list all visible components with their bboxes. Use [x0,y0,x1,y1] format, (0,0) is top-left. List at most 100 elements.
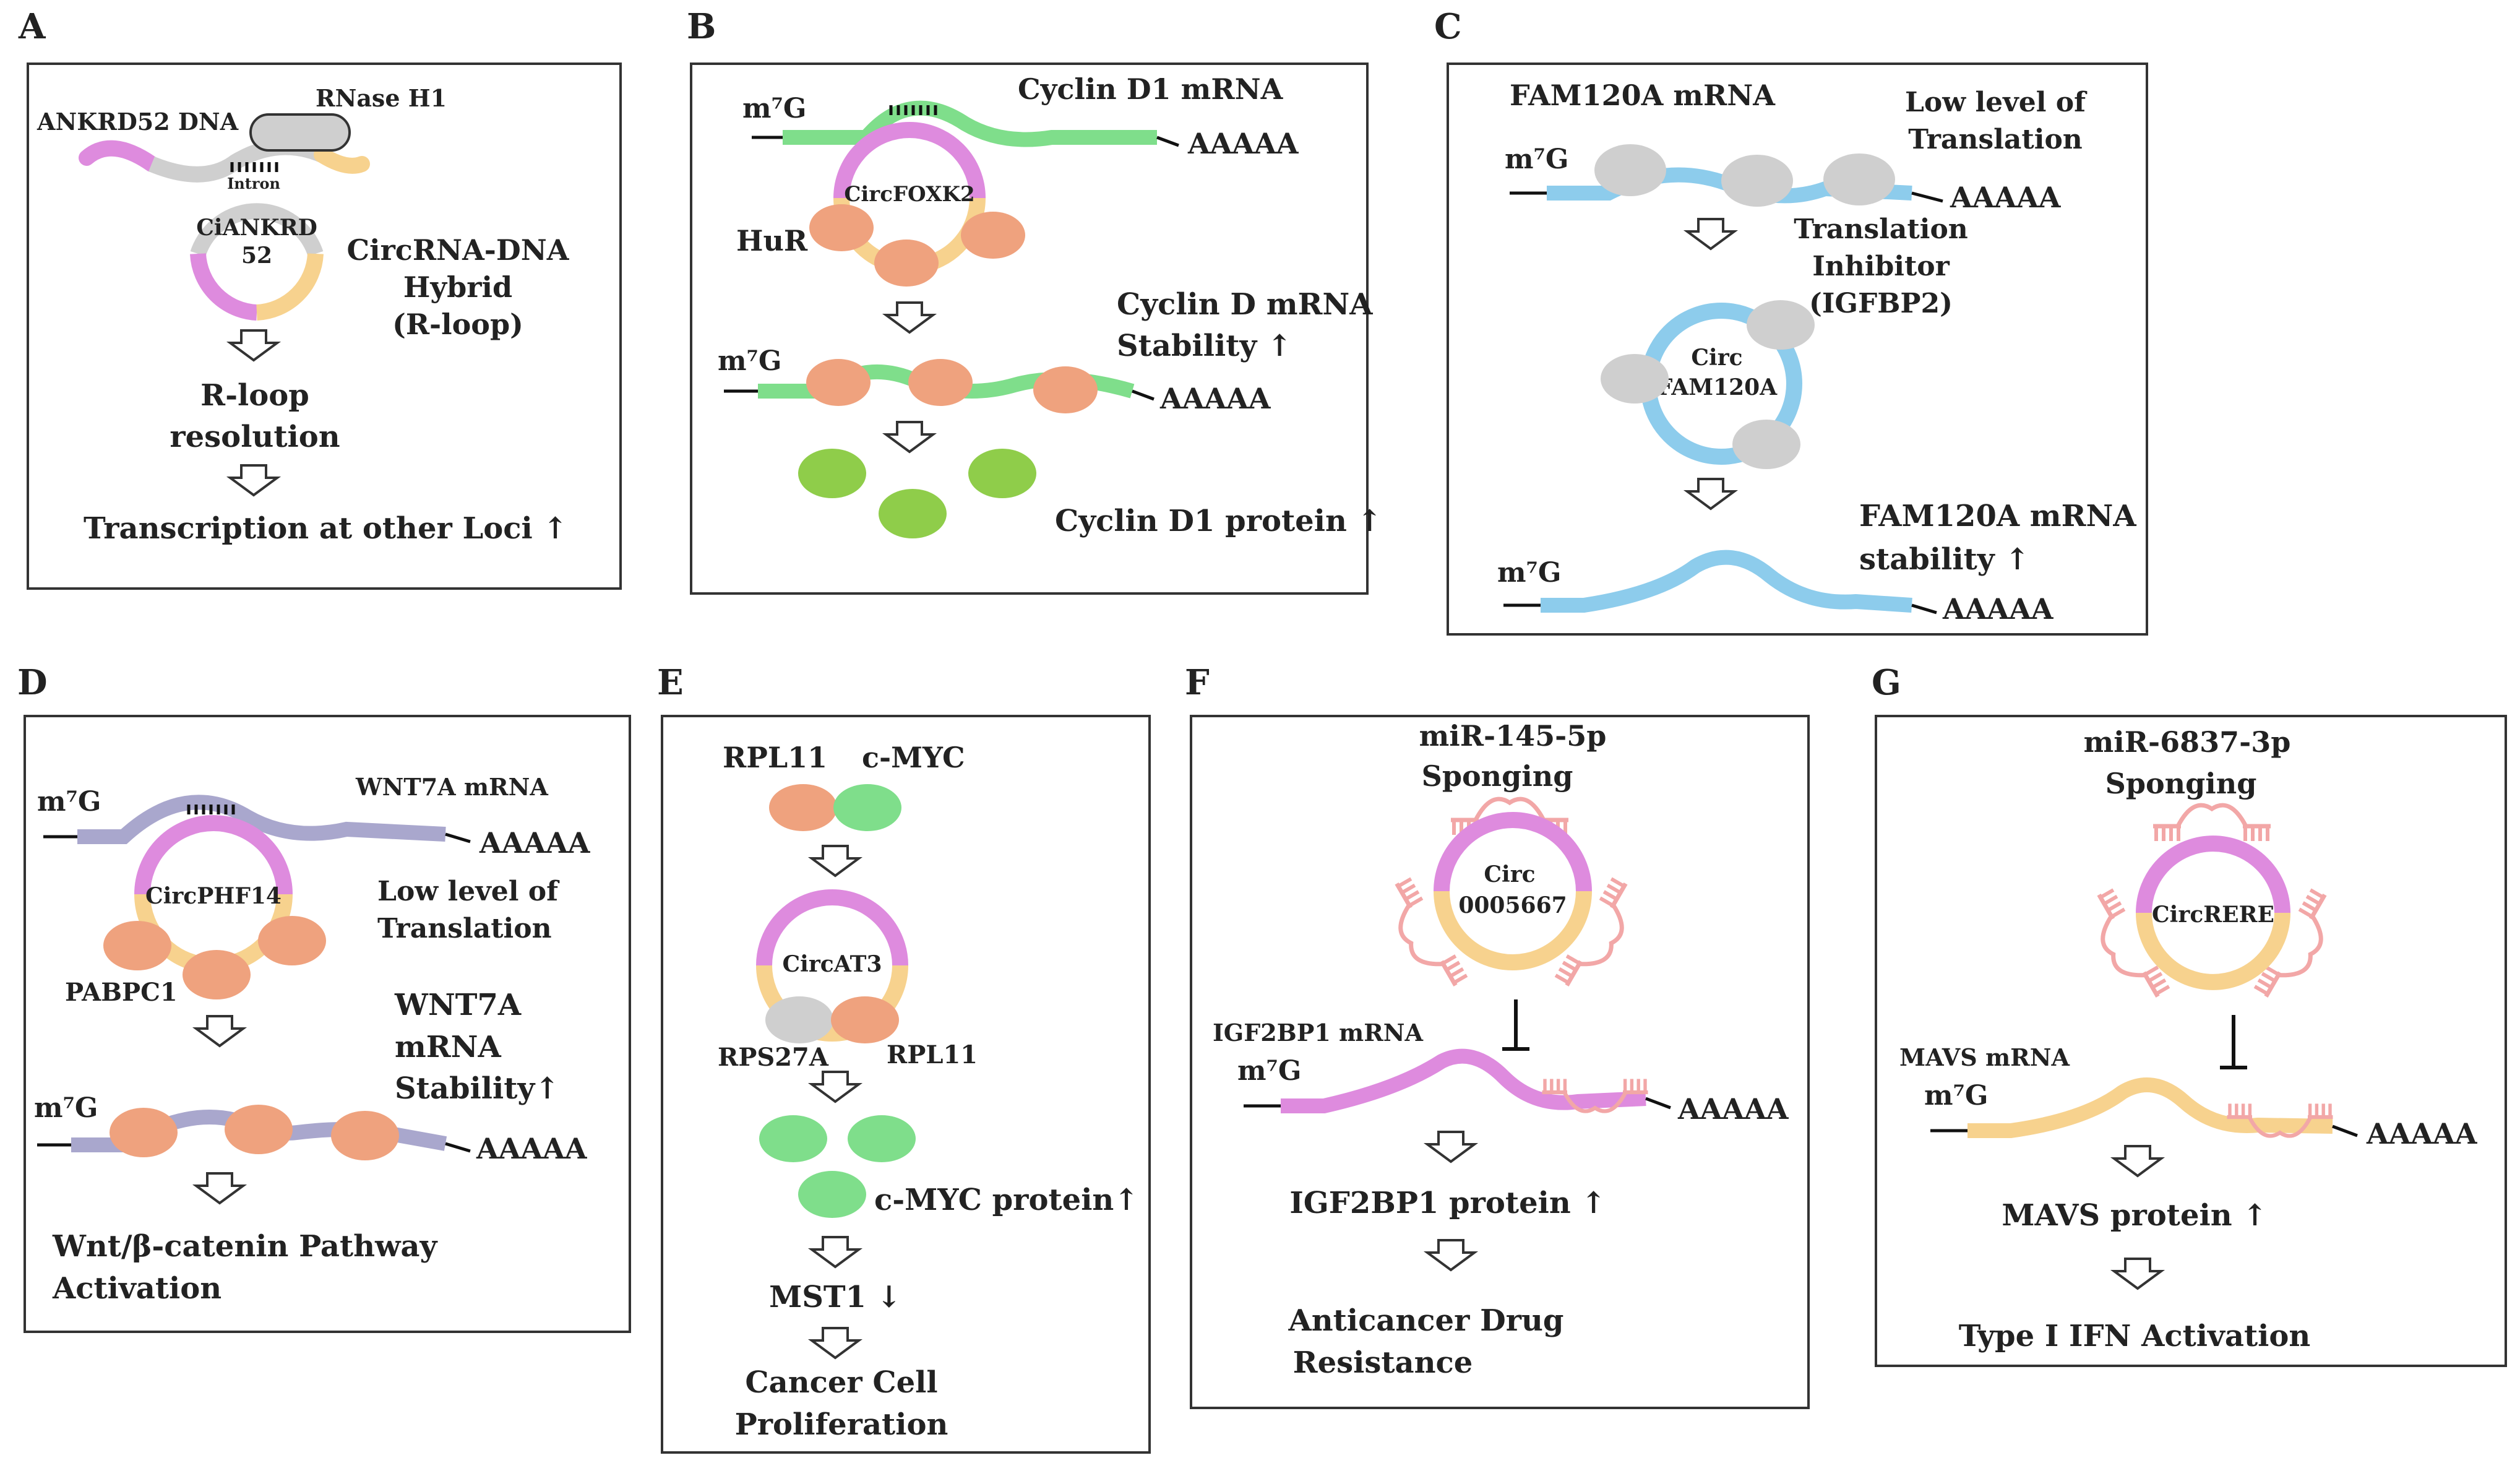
polya-d2: AAAAA [476,1132,588,1165]
pabpc1-bound-1 [110,1108,178,1157]
circfam120a-label-1: Circ [1691,345,1742,371]
rloop-resolution-1: R-loop [200,378,309,413]
mst1-label: MST1 ↓ [769,1280,901,1314]
mavs-mrna [1967,1077,2333,1138]
circ0005667-label-1: Circ [1484,861,1535,887]
resistance-result-1: Anticancer Drug [1288,1303,1564,1338]
igf2bp1-mrna [1281,1048,1646,1113]
stability-c-2: stability ↑ [1859,542,2030,577]
panel-e: E RPL11 c-MYC CircAT3 RPS27A RPL11 c-MYC… [657,662,1151,1454]
polya-d1: AAAAA [479,826,591,860]
rpl11-label: RPL11 [723,741,827,774]
mrna-b2-tail-right [1132,389,1155,401]
cmyc-free-2 [848,1115,916,1162]
fam120a-mrna-label: FAM120A mRNA [1510,79,1776,112]
arrow-f1 [1426,1131,1476,1163]
rnase-h1-enzyme [249,113,351,152]
panel-frame-c [1447,63,2148,636]
hur-protein-3 [961,212,1025,259]
cmyc-label: c-MYC [862,741,965,774]
pabpc1-bound-2 [225,1105,293,1154]
mir6837-label: miR-6837-3p [2084,725,2291,759]
arrow-b2 [885,421,934,453]
sponging-g-label: Sponging [2105,767,2257,800]
low-translation-c-1: Low level of [1905,87,2088,118]
panel-frame-f [1190,715,1810,1409]
arrow-d2 [195,1172,244,1204]
igfbp2-circ-3 [1732,420,1800,469]
polya-b2: AAAAA [1159,382,1271,415]
hybrid-label-1: CircRNA-DNA [346,233,569,267]
wnt7a-mrna [77,795,446,844]
cancer-result-2: Proliferation [735,1407,948,1442]
stability-b-1: Cyclin D mRNA [1117,287,1373,322]
arrow-g1 [2113,1145,2162,1177]
hur-label: HuR [736,224,808,257]
polya-g: AAAAA [2366,1117,2478,1150]
wnt-result-1: Wnt/β-catenin Pathway [52,1229,438,1264]
wnt7a-mrna-label: WNT7A mRNA [355,773,548,801]
cyclin-d1-protein-1 [798,449,866,498]
arrow-e4 [811,1327,860,1359]
circat3-label: CircAT3 [782,951,882,977]
ankrd52-dna-label: ANKRD52 DNA [37,108,239,136]
cmyc-protein-label: c-MYC protein↑ [874,1183,1139,1217]
low-translation-c-2: Translation [1908,124,2083,155]
panel-label-a: A [18,6,46,47]
panel-frame-g [1875,715,2507,1367]
ciankrd52-yellow-arc [256,252,324,321]
stability-d-3: Stability↑ [395,1071,559,1106]
arrow-c2 [1686,478,1735,510]
mrna-f-tail-right [1645,1097,1671,1110]
circfoxk2-label: CircFOXK2 [844,182,974,207]
arrow-g2 [2113,1258,2162,1290]
cyclin-d1-protein-2 [968,449,1036,498]
rps27a-protein [765,996,833,1043]
cap-c1: m⁷G [1505,144,1568,175]
cyclin-d1-mrna-label: Cyclin D1 mRNA [1018,72,1284,106]
stability-d-2: mRNA [395,1030,502,1064]
panel-label-g: G [1872,662,1901,703]
circrere-yellow-arc [2136,912,2290,990]
rpl11-label-2: RPL11 [887,1040,978,1069]
ciankrd52-pink-arc [190,252,258,321]
inhibitor-c-3: (IGFBP2) [1809,288,1953,319]
panel-label-b: B [687,6,716,47]
polya-f: AAAAA [1677,1092,1789,1126]
mrna-c1-tail-right [1911,191,1943,203]
panel-f: F miR-145-5p Sponging Circ 0005667 IGF2B… [1185,662,1810,1409]
arrow-c1 [1686,218,1735,250]
cmyc-free-3 [798,1171,866,1218]
igfbp2-bound-2 [1721,155,1793,207]
cyclin-d1-protein-label: Cyclin D1 protein ↑ [1055,504,1382,538]
pabpc1-protein-3 [258,916,326,965]
ifn-result: Type I IFN Activation [1959,1319,2311,1353]
panel-label-c: C [1434,6,1462,47]
sponging-f-label: Sponging [1422,759,1573,793]
pabpc1-label: PABPC1 [65,978,178,1007]
circat3-yellow-arc [756,965,908,1042]
cap-f: m⁷G [1237,1055,1301,1087]
igfbp2-circ-2 [1601,354,1669,404]
arrow-a1 [229,329,278,361]
panel-g: G miR-6837-3p Sponging CircRERE MAVS mRN… [1872,662,2507,1367]
hur-bound-2 [908,359,973,406]
igf2bp1-protein-label: IGF2BP1 protein ↑ [1289,1186,1606,1220]
circ0005667-label-2: 0005667 [1458,892,1567,918]
hur-bound-3 [1033,366,1098,413]
cyclin-d1-mrna [783,100,1157,147]
circat3-pink-arc [756,889,908,966]
mrna-d1-tail-right [445,832,471,844]
cancer-result-1: Cancer Cell [745,1365,937,1400]
rloop-resolution-2: resolution [170,420,340,454]
arrow-e2 [811,1071,860,1103]
panel-label-e: E [657,662,684,703]
cyclin-d1-protein-3 [879,489,947,538]
panel-frame-d [24,715,631,1333]
panel-a: A ANKRD52 DNA RNase H1 Intron CiANKRD 52… [18,6,622,590]
stability-b-2: Stability ↑ [1117,329,1292,363]
circphf14-label: CircPHF14 [145,883,282,909]
polya-c1: AAAAA [1950,181,2062,214]
pabpc1-bound-3 [331,1111,399,1160]
panel-frame-a [27,63,622,590]
